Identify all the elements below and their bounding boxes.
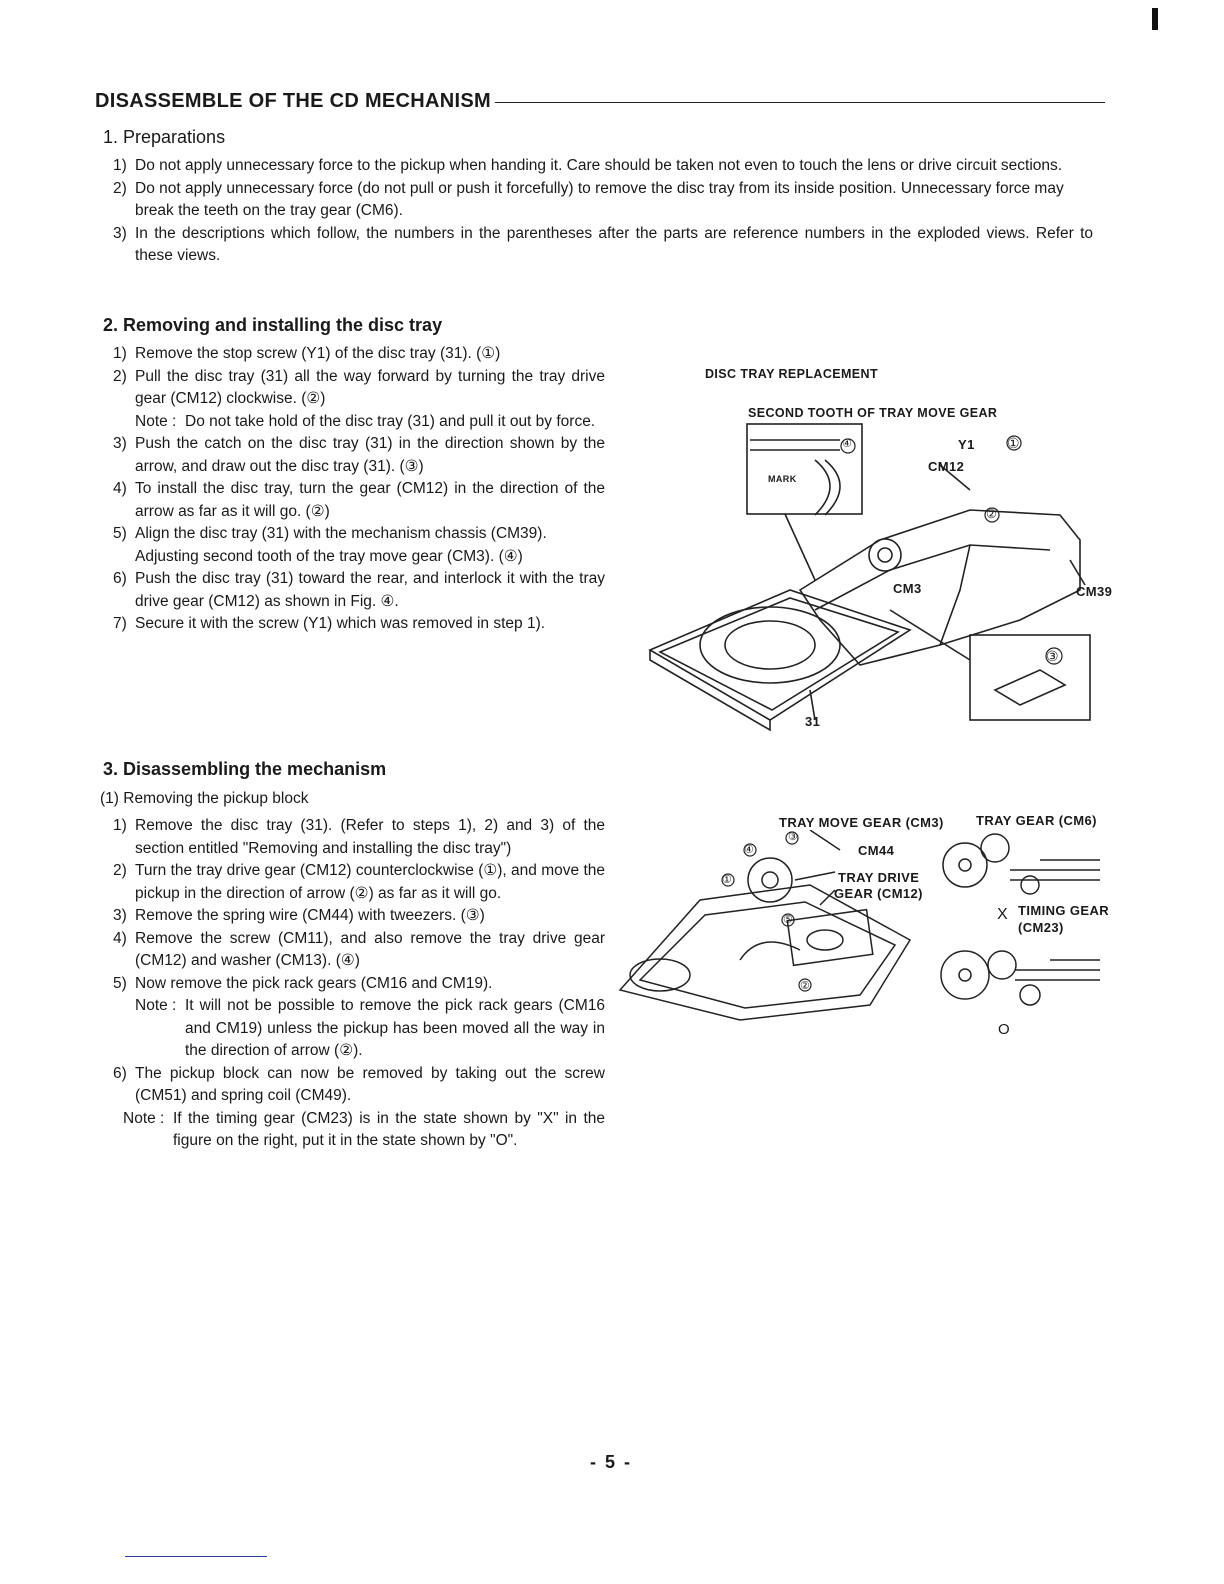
note-item: Note : Do not take hold of the disc tray… (135, 412, 596, 430)
mechanism-list: 1) Remove the disc tray (31). (Refer to … (113, 815, 605, 1153)
cm12-label: CM12 (928, 459, 965, 474)
x-state-mark: X (997, 906, 1008, 923)
o-state-mark: O (998, 1021, 1010, 1038)
note-item: Note : If the timing gear (CM23) is in t… (123, 1109, 605, 1150)
tray-move-gear-label: TRAY MOVE GEAR (CM3) (779, 815, 944, 830)
cm23-label: (CM23) (1018, 920, 1064, 935)
list-item: 6) Push the disc tray (31) toward the re… (113, 570, 605, 610)
figure-subcaption-second-tooth: SECOND TOOTH OF TRAY MOVE GEAR (748, 406, 998, 420)
y1-label: Y1 (958, 437, 975, 452)
list-item: 4) To install the disc tray, turn the ge… (113, 480, 605, 520)
list-item: 3) In the descriptions which follow, the… (113, 224, 1093, 265)
circle-one-fig2: ① (722, 874, 732, 886)
tray-gear-label: TRAY GEAR (CM6) (976, 813, 1097, 828)
title-row: DISASSEMBLE OF THE CD MECHANISM (95, 90, 1105, 113)
disc-tray-illustration (648, 423, 1091, 732)
section-heading-preparations: 1. Preparations (103, 127, 226, 147)
circle-four: ④ (842, 438, 852, 450)
subheading-pickup-block: (1) Removing the pickup block (100, 790, 309, 807)
note-item: Note : It will not be possible to remove… (135, 997, 605, 1059)
circle-one: ① (1007, 435, 1020, 451)
list-item: 3) Remove the spring wire (CM44) with tw… (113, 907, 485, 924)
section-heading-mechanism: 3. Disassembling the mechanism (103, 759, 387, 779)
list-item: 7) Secure it with the screw (Y1) which w… (113, 615, 546, 632)
list-item: 2) Do not apply unnecessary force (do no… (113, 179, 1064, 220)
disc-tray-list: 1) Remove the stop screw (Y1) of the dis… (113, 343, 605, 636)
registration-mark (1152, 8, 1158, 30)
circle-four-fig2: ④ (744, 844, 754, 856)
bottom-rule (125, 1556, 267, 1557)
circle-two-fig2: ② (800, 980, 810, 992)
circle-five-fig2: ⑤ (783, 914, 793, 926)
list-item: 3) Push the catch on the disc tray (31) … (113, 435, 605, 475)
circle-three: ③ (1046, 648, 1059, 664)
list-item: 2) Turn the tray drive gear (CM12) count… (113, 862, 605, 902)
cm3-label: CM3 (893, 581, 922, 596)
tray-31-label: 31 (805, 714, 821, 729)
cm44-label: CM44 (858, 843, 895, 858)
cm39-label: CM39 (1076, 584, 1113, 599)
list-item: 1) Do not apply unnecessary force to the… (113, 157, 1063, 174)
circle-three-fig2: ③ (788, 831, 798, 843)
tray-drive-label: TRAY DRIVE (838, 870, 920, 885)
page-title: DISASSEMBLE OF THE CD MECHANISM (95, 90, 491, 112)
figure-caption-disc-tray: DISC TRAY REPLACEMENT (705, 367, 879, 381)
mechanism-illustration (618, 830, 1100, 1021)
section-heading-disc-tray: 2. Removing and installing the disc tray (103, 315, 443, 335)
title-rule (494, 102, 1105, 103)
list-item: 6) The pickup block can now be removed b… (113, 1064, 605, 1105)
list-item: 1) Remove the disc tray (31). (Refer to … (113, 817, 605, 857)
list-item: 2) Pull the disc tray (31) all the way f… (113, 367, 605, 408)
circle-two: ② (986, 507, 997, 521)
list-item: 5) Align the disc tray (31) with the mec… (113, 525, 547, 565)
preparations-list: 1) Do not apply unnecessary force to the… (113, 155, 1093, 268)
mark-label: MARK (768, 474, 797, 484)
gear-cm12-label: GEAR (CM12) (834, 886, 923, 901)
list-item: 5) Now remove the pick rack gears (CM16 … (113, 974, 493, 992)
timing-gear-label: TIMING GEAR (1018, 903, 1110, 918)
list-item: 4) Remove the screw (CM11), and also rem… (113, 929, 605, 970)
page-number: - 5 - (590, 1452, 633, 1472)
list-item: 1) Remove the stop screw (Y1) of the dis… (113, 345, 501, 362)
